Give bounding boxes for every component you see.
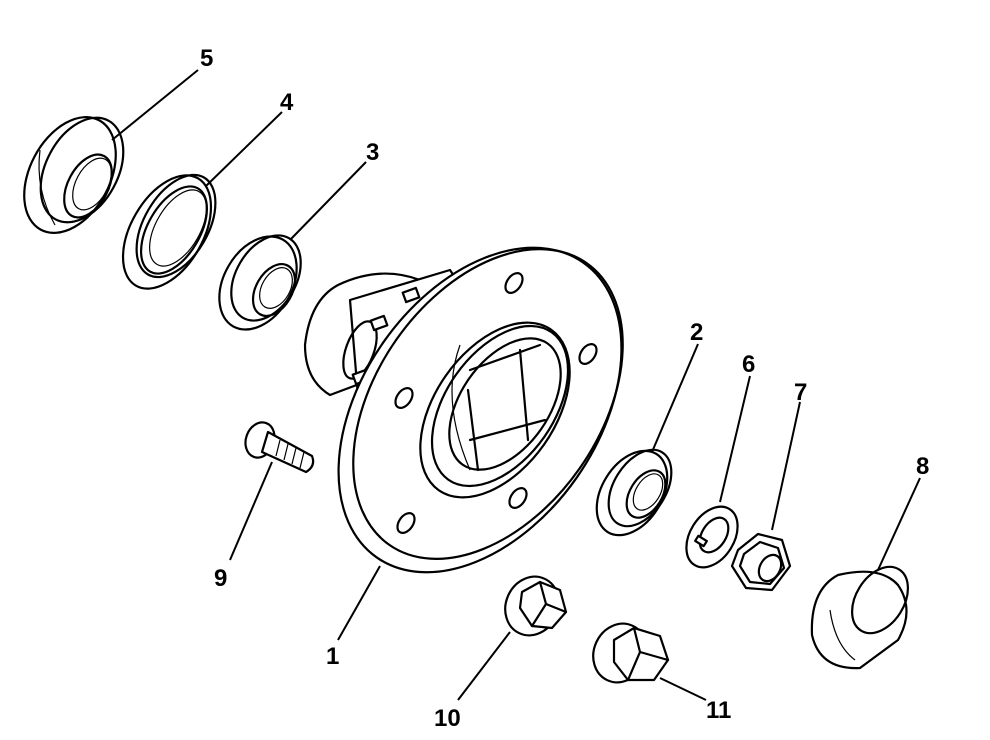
part-1-hub xyxy=(303,246,624,574)
callout-9: 9 xyxy=(214,565,227,592)
callout-10: 10 xyxy=(434,705,461,732)
part-5-seal xyxy=(23,116,125,234)
part-7-nut xyxy=(730,532,792,592)
callout-4: 4 xyxy=(280,89,294,116)
part-6-washer xyxy=(685,505,739,569)
callout-6: 6 xyxy=(742,351,755,378)
part-10-wheel-nut xyxy=(504,575,568,637)
callout-labels: 1 2 3 4 5 6 7 8 9 10 11 xyxy=(200,45,929,732)
part-11-capped-nut xyxy=(592,622,670,684)
callout-1: 1 xyxy=(326,643,339,670)
part-3-bearing xyxy=(218,234,302,331)
callout-8: 8 xyxy=(916,453,929,480)
callout-7: 7 xyxy=(794,379,807,406)
callout-3: 3 xyxy=(366,139,379,166)
part-8-cap xyxy=(810,565,909,670)
part-9-stud xyxy=(244,421,315,474)
callout-2: 2 xyxy=(690,319,703,346)
leader-lines xyxy=(111,69,921,701)
part-4-ring xyxy=(121,173,217,290)
part-2-bearing xyxy=(595,448,673,537)
callout-5: 5 xyxy=(200,45,213,72)
callout-11: 11 xyxy=(706,697,731,724)
